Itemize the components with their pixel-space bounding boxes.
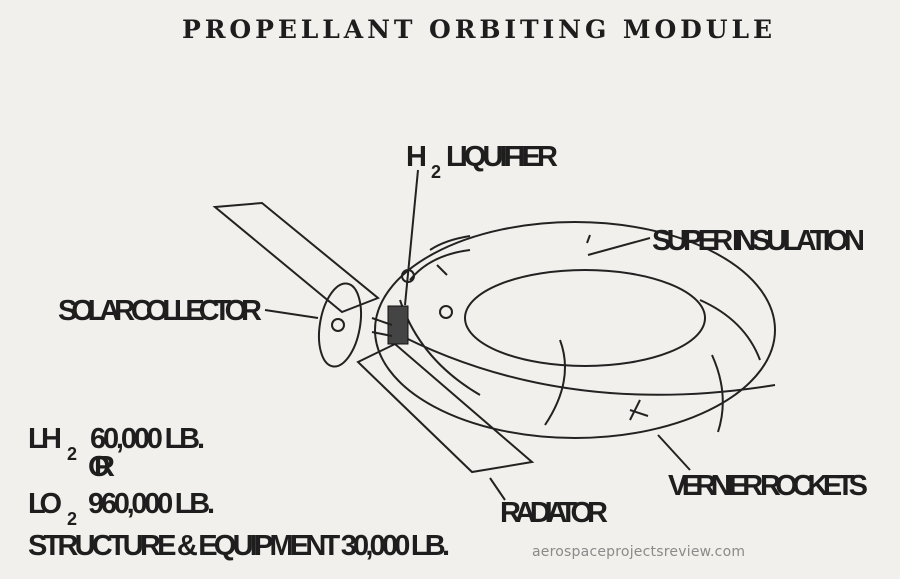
h2-liquifier-unit [371,305,409,345]
leader-lines [264,169,691,501]
label-vernier-rockets: VERNIER ROCKETS [668,470,868,502]
propellant-tank-torus [374,221,776,439]
solar-collector-dish [317,282,363,368]
radiator-panel-upper [212,201,380,314]
label-radiator: RADIATOR [500,497,608,529]
spec-lo2-value: 960,000 LB. [88,488,215,520]
spec-or: OR [88,451,115,483]
spec-structure: STRUCTURE & EQUIPMENT 30,000 LB. [28,530,450,562]
label-h2-prefix: H [406,141,427,173]
spec-lh2-prefix: LH [28,423,62,455]
radiator-panel-lower [356,342,535,474]
label-solar-collector: SOLAR COLLECTOR [58,295,262,327]
spec-lo2-prefix: LO [28,488,62,520]
label-liquifier: LIQUIFIER [446,141,558,173]
spec-lh2-value: 60,000 LB. [90,423,205,455]
diagram-title: PROPELLANT ORBITING MODULE [182,15,773,44]
spec-lo2-subscript: 2 [67,509,77,529]
spec-lh2-subscript: 2 [67,444,77,464]
label-h2-subscript: 2 [431,162,441,182]
watermark: aerospaceprojectsreview.com [532,544,745,560]
label-super-insulation: SUPER INSULATION [652,225,865,257]
